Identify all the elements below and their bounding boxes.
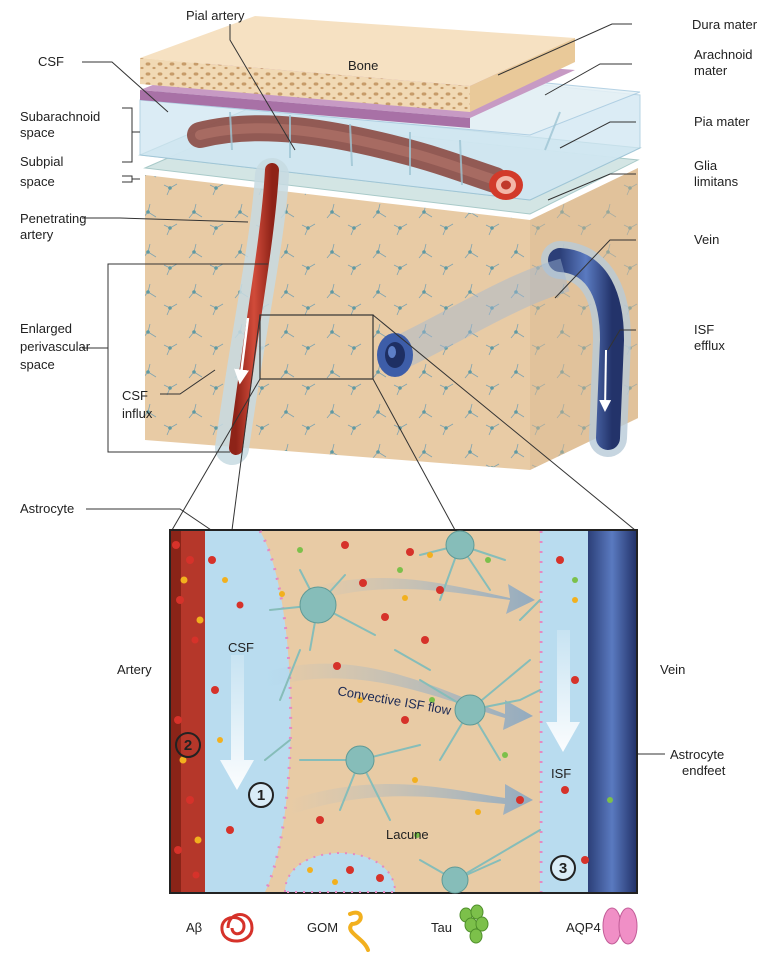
enlarged-pvs-label-2: perivascular xyxy=(20,339,90,355)
astrocyte-cell xyxy=(300,587,336,623)
isf-efflux-label-2: efflux xyxy=(694,338,725,354)
astrocyte-cell xyxy=(442,867,468,893)
pia-mater-label: Pia mater xyxy=(694,114,750,130)
amyloid-beta-icon xyxy=(222,915,252,942)
gom-icon xyxy=(350,913,368,950)
marker-2-label: 2 xyxy=(184,737,192,754)
artery-label: Artery xyxy=(117,662,152,678)
subpial-space-label-1: Subpial xyxy=(20,154,63,170)
legend-aqp4-label: AQP4 xyxy=(566,920,601,935)
glia-limitans-label-2: limitans xyxy=(694,174,738,190)
astrocyte-cell xyxy=(446,531,474,559)
astrocyte-endfeet-label-2: endfeet xyxy=(682,763,725,779)
legend-gom-label: GOM xyxy=(307,920,338,935)
arachnoid-mater-label-1: Arachnoid xyxy=(694,47,753,63)
enlarged-pvs-label-3: space xyxy=(20,357,55,373)
marker-3-label: 3 xyxy=(559,860,567,877)
csf-influx-label-2: influx xyxy=(122,406,152,422)
penetrating-artery-label-1: Penetrating xyxy=(20,211,87,227)
pial-artery-label: Pial artery xyxy=(186,8,245,24)
csf-region xyxy=(205,531,291,892)
marker-1-label: 1 xyxy=(257,787,265,804)
isf-efflux-label-1: ISF xyxy=(694,322,714,338)
penetrating-artery-label-2: artery xyxy=(20,227,53,243)
astrocyte-label: Astrocyte xyxy=(20,501,74,517)
marker-1: 1 xyxy=(249,783,273,807)
legend: Aβ GOM Tau AQP4 xyxy=(186,905,637,950)
dura-mater-label: Dura mater xyxy=(692,17,757,33)
csf-label: CSF xyxy=(38,54,64,70)
csf-influx-label-1: CSF xyxy=(122,388,148,404)
csf-inner-label: CSF xyxy=(228,640,254,655)
subarachnoid-space-label-2: space xyxy=(20,125,55,141)
aqp4-icon xyxy=(603,908,637,944)
vein-wall xyxy=(588,531,636,892)
subpial-space-label-2: space xyxy=(20,174,55,190)
astrocyte-cell xyxy=(346,746,374,774)
lacune-label: Lacune xyxy=(386,827,429,842)
legend-tau-label: Tau xyxy=(431,920,452,935)
tau-icon xyxy=(460,905,488,943)
glia-limitans-label-1: Glia xyxy=(694,158,717,174)
zoom-panel: 2 1 3 CSF Convective ISF flow ISF Lacune xyxy=(170,530,637,893)
vein-cross-section xyxy=(377,333,413,377)
vein-top-label: Vein xyxy=(694,232,719,248)
isf-inner-label: ISF xyxy=(551,766,571,781)
arachnoid-mater-label-2: mater xyxy=(694,63,727,79)
pial-artery-cross-section xyxy=(489,170,523,200)
legend-abeta-label: Aβ xyxy=(186,920,202,935)
bone-label: Bone xyxy=(348,58,378,74)
astrocyte-cell xyxy=(455,695,485,725)
enlarged-pvs-label-1: Enlarged xyxy=(20,321,72,337)
marker-3: 3 xyxy=(551,856,575,880)
vein-bottom-label: Vein xyxy=(660,662,685,678)
subarachnoid-space-label-1: Subarachnoid xyxy=(20,109,100,125)
astrocyte-endfeet-label-1: Astrocyte xyxy=(670,747,724,763)
